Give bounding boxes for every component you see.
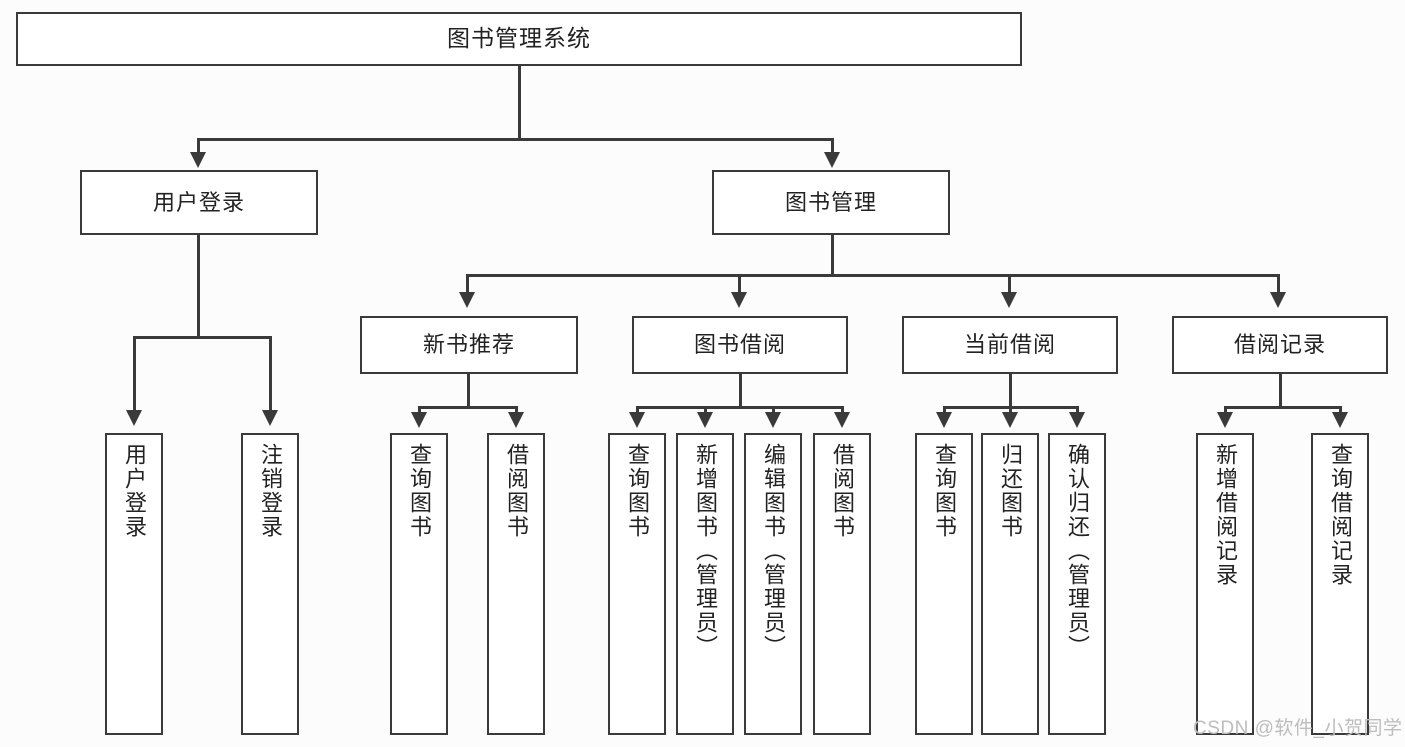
connector-user-login-drop-2 — [269, 336, 272, 416]
leaf-label: 查询借阅记录 — [1328, 443, 1353, 587]
arrowhead-bb-leaf-4 — [834, 412, 850, 428]
connector-bm-drop-4 — [1277, 274, 1280, 298]
leaf-logout[interactable]: 注销登录 — [241, 433, 299, 735]
connector-br-bus — [1224, 406, 1341, 409]
connector-cb-stem — [1009, 374, 1012, 409]
connector-bb-stem — [739, 374, 742, 409]
connector-book-management-bus — [466, 274, 1280, 277]
node-book-borrow[interactable]: 图书借阅 — [632, 316, 848, 374]
connector-user-login-bus — [133, 336, 271, 339]
arrowhead-bb-leaf-3 — [765, 412, 781, 428]
leaf-add-book-admin[interactable]: 新增图书（管理员） — [676, 433, 734, 735]
node-label: 当前借阅 — [963, 332, 1056, 358]
connector-root-stem — [518, 66, 521, 140]
arrowhead-to-leaf-logout — [262, 410, 278, 426]
arrowhead-to-book-borrow — [731, 292, 747, 308]
connector-nbr-stem — [467, 374, 470, 409]
leaf-label: 归还图书 — [998, 443, 1023, 539]
node-current-borrow[interactable]: 当前借阅 — [902, 316, 1118, 374]
leaf-label: 确认归还（管理员） — [1065, 443, 1090, 659]
node-label: 新书推荐 — [422, 332, 515, 358]
node-label: 图书管理 — [784, 189, 877, 215]
leaf-edit-book-admin[interactable]: 编辑图书（管理员） — [744, 433, 802, 735]
leaf-query-book-bb[interactable]: 查询图书 — [608, 433, 666, 735]
node-book-management[interactable]: 图书管理 — [712, 170, 950, 235]
arrowhead-cb-leaf-3 — [1069, 412, 1085, 428]
connector-root-drop-2 — [831, 138, 834, 158]
arrowhead-to-leaf-user-login — [126, 410, 142, 426]
connector-user-login-drop-1 — [133, 336, 136, 416]
node-label: 借阅记录 — [1233, 332, 1326, 358]
leaf-label: 查询图书 — [932, 443, 957, 539]
connector-nbr-bus — [418, 406, 518, 409]
leaf-confirm-return-admin[interactable]: 确认归还（管理员） — [1048, 433, 1106, 735]
arrowhead-to-current-borrow — [1001, 292, 1017, 308]
arrowhead-to-book-management — [824, 152, 840, 168]
node-borrow-record[interactable]: 借阅记录 — [1172, 316, 1388, 374]
leaf-query-borrow-record[interactable]: 查询借阅记录 — [1311, 433, 1369, 735]
arrowhead-cb-leaf-1 — [936, 412, 952, 428]
leaf-borrow-book-nbr[interactable]: 借阅图书 — [487, 433, 545, 735]
arrowhead-cb-leaf-2 — [1002, 412, 1018, 428]
node-label: 图书管理系统 — [447, 25, 591, 52]
leaf-label: 查询图书 — [625, 443, 650, 539]
connector-br-stem — [1279, 374, 1282, 409]
leaf-user-login[interactable]: 用户登录 — [105, 433, 163, 735]
leaf-query-book-cb[interactable]: 查询图书 — [915, 433, 973, 735]
csdn-watermark: CSDN @软件_小贺同学 — [1193, 718, 1403, 739]
leaf-label: 借阅图书 — [504, 443, 529, 539]
arrowhead-nbr-leaf-1 — [411, 412, 427, 428]
leaf-return-book[interactable]: 归还图书 — [981, 433, 1039, 735]
arrowhead-bb-leaf-2 — [697, 412, 713, 428]
leaf-label: 新增图书（管理员） — [693, 443, 718, 659]
arrowhead-br-leaf-1 — [1217, 412, 1233, 428]
arrowhead-to-borrow-record — [1270, 292, 1286, 308]
leaf-label: 注销登录 — [258, 443, 283, 539]
connector-bm-drop-1 — [466, 274, 469, 298]
connector-root-bus — [197, 138, 834, 141]
leaf-borrow-book-bb[interactable]: 借阅图书 — [813, 433, 871, 735]
arrowhead-to-new-book-recommend — [459, 292, 475, 308]
arrowhead-to-user-login — [190, 152, 206, 168]
arrowhead-br-leaf-2 — [1332, 412, 1348, 428]
leaf-query-book-nbr[interactable]: 查询图书 — [390, 433, 448, 735]
node-user-login[interactable]: 用户登录 — [80, 170, 318, 235]
leaf-label: 用户登录 — [122, 443, 147, 539]
leaf-label: 借阅图书 — [830, 443, 855, 539]
node-label: 图书借阅 — [693, 332, 786, 358]
leaf-label: 查询图书 — [407, 443, 432, 539]
connector-bm-drop-3 — [1008, 274, 1011, 298]
arrowhead-nbr-leaf-2 — [508, 412, 524, 428]
connector-user-login-stem — [197, 235, 200, 339]
node-new-book-recommend[interactable]: 新书推荐 — [360, 316, 578, 374]
leaf-label: 编辑图书（管理员） — [761, 443, 786, 659]
leaf-label: 新增借阅记录 — [1213, 443, 1238, 587]
leaf-add-borrow-record[interactable]: 新增借阅记录 — [1196, 433, 1254, 735]
connector-root-drop-1 — [197, 138, 200, 158]
connector-bm-drop-2 — [738, 274, 741, 298]
node-label: 用户登录 — [152, 189, 245, 215]
node-root-book-management-system[interactable]: 图书管理系统 — [16, 12, 1022, 66]
connector-bb-bus — [636, 406, 844, 409]
arrowhead-bb-leaf-1 — [629, 412, 645, 428]
connector-book-management-stem — [831, 235, 834, 277]
